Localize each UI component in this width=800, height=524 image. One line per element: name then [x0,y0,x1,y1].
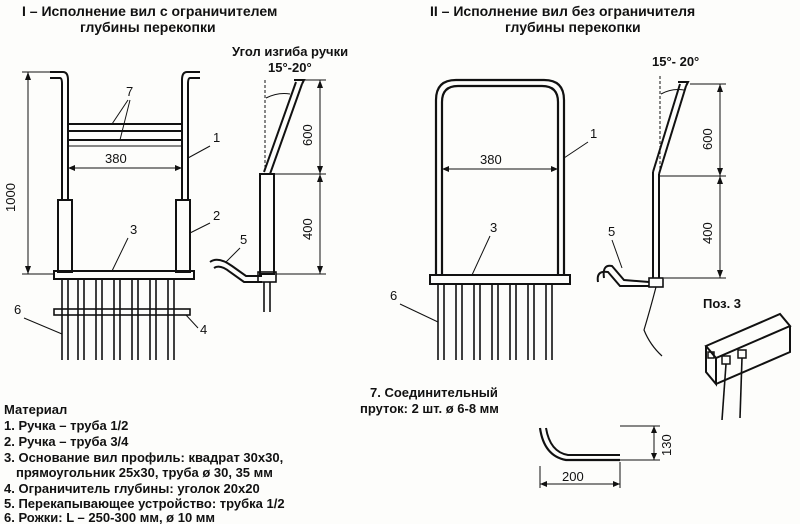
materials-heading: Материал [4,402,67,417]
section2-title-line2: глубины перекопки [505,19,641,35]
section1-title-line1: I – Исполнение вил с ограничителем [22,3,277,19]
angle-value-left: 15°-20° [268,60,312,75]
material-item: 3. Основание вил профиль: квадрат 30х30, [4,450,283,465]
material-item: 6. Рожки: L – 250-300 мм, ø 10 мм [4,510,215,524]
tines-left [61,279,175,360]
lower-dimension-left: 400 [300,218,315,240]
connector-line2: пруток: 2 шт. ø 6-8 мм [360,401,499,416]
callouts-left: 7 1 2 3 6 4 [14,84,220,337]
material-item: 1. Ручка – труба 1/2 [4,418,128,433]
upper-dimension-left: 600 [300,124,315,146]
fork-base [53,270,195,280]
height-dimension-left: 1000 [3,183,18,212]
tines-right [437,284,553,360]
width-dimension-left: 380 [105,151,127,166]
digging-device [209,258,262,277]
callout-right-6: 6 [390,288,397,303]
side-view-no-limiter: 15°- 20° 5 600 400 [596,54,726,357]
right-sleeve [175,199,191,273]
hook-height: 130 [659,434,674,456]
left-sleeve [57,199,73,273]
handle-loop-inner [440,84,560,276]
tine-detail-left [721,363,727,421]
materials-list: Материал 1. Ручка – труба 1/2 2. Ручка –… [4,402,285,524]
callout-right-5: 5 [608,224,615,239]
material-item: 5. Перекапывающее устройство: трубка 1/2 [4,496,285,511]
side-handle-sleeve [259,173,275,275]
section2-title-line1: II – Исполнение вил без ограничителя [430,3,695,19]
width-dimension-right: 380 [480,152,502,167]
callout-1: 1 [213,130,220,145]
hook-curve [538,427,620,462]
side-view-with-limiter: Угол изгиба ручки 15°-20° 5 600 400 [209,44,348,312]
connector-line1: 7. Соединительный [370,385,498,400]
material-item: 4. Ограничитель глубины: уголок 20х20 [4,481,260,496]
callout-5: 5 [240,232,247,247]
callouts-right: 1 3 6 [390,126,597,323]
fork-front-with-limiter: 380 1000 [3,71,200,360]
hook-length: 200 [562,469,584,484]
material-item: 2. Ручка – труба 3/4 [4,434,129,449]
callout-6: 6 [14,302,21,317]
lower-dimension-right: 400 [700,222,715,244]
handle-loop-outer [434,78,566,276]
pos3-label: Поз. 3 [703,296,741,311]
fork-base-right [429,274,571,285]
depth-limiter [53,308,191,316]
tine-detail-right [739,357,743,419]
right-handle-tube [181,71,200,200]
callout-4: 4 [200,322,207,337]
callout-right-3: 3 [490,220,497,235]
position-3-detail: Поз. 3 [703,296,792,421]
profile-top-face [704,312,792,360]
hook-detail: 130 200 [538,425,674,488]
callout-2: 2 [213,208,220,223]
fork-front-no-limiter: 380 [429,78,571,360]
side-handle-upper [263,81,297,173]
upper-dimension-right: 600 [700,128,715,150]
material-item: прямоугольник 25х30, труба ø 30, 35 мм [16,465,273,480]
callout-7: 7 [126,84,133,99]
callout-3: 3 [130,222,137,237]
callout-right-1: 1 [590,126,597,141]
left-handle-tube [50,71,69,200]
digging-device-right [602,264,650,283]
angle-value-right: 15°- 20° [652,54,699,69]
side-handle-upper-right [652,83,681,173]
section1-title-line2: глубины перекопки [80,19,216,35]
angle-caption: Угол изгиба ручки [232,44,348,59]
